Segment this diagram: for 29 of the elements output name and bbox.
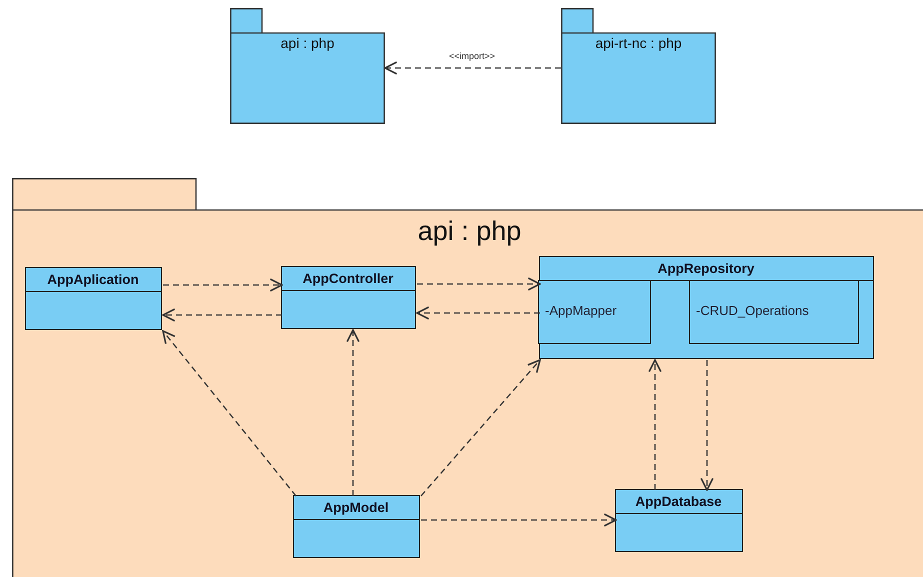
package-name: api-rt-nc : php (594, 35, 683, 51)
dependency-arrow (162, 308, 282, 322)
class-name: AppAplication (47, 272, 139, 286)
dependency-arrow (384, 61, 561, 75)
class-name: AppRepository (658, 260, 754, 276)
attribute-box (538, 280, 651, 344)
dependency-arrow (420, 359, 541, 496)
package-name: api : php (416, 216, 522, 247)
dependency-arrow (700, 360, 714, 491)
attribute-text: -AppMapper (545, 303, 617, 318)
dependency-arrow (417, 277, 541, 291)
class-name: AppDatabase (635, 494, 722, 508)
package-name: api : php (280, 35, 336, 51)
class-box (614, 488, 742, 552)
attribute-box (689, 280, 859, 344)
edge-label: <<import>> (447, 51, 498, 61)
class-box (292, 494, 420, 558)
attribute-text: -CRUD_Operations (696, 303, 809, 318)
dependency-arrow (162, 330, 296, 496)
dependency-arrow (416, 306, 540, 320)
class-name: AppModel (323, 500, 389, 514)
class-name: AppController (302, 270, 394, 286)
class-box (280, 266, 416, 328)
dependency-arrow (648, 359, 662, 490)
class-box (24, 266, 162, 330)
dependency-arrow (163, 278, 283, 292)
class-box (538, 256, 874, 358)
dependency-arrow (421, 513, 617, 527)
dependency-arrow (346, 329, 360, 496)
